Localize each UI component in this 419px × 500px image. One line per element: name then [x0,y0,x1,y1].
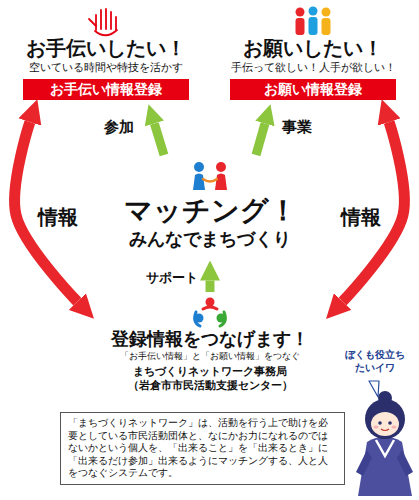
hand-icon [89,9,117,35]
office-circle: 登録情報をつなげます！「お手伝い情報」と「お願い情報」をつなぐまちづくりネットワ… [90,292,330,402]
register-band: お手伝い情報登録 [23,79,189,101]
edge-label: 事業 [282,118,312,136]
sub-text: 「お手伝い情報」と「お願い情報」をつなぐ [96,351,324,362]
flow-arrow [154,123,164,155]
edge-label: サポート [146,270,198,286]
matching-cloud: マッチング！みんなでまちづくり [95,155,325,267]
description-box: 「まちづくりネットワーク」は、活動を行う上で助けを必要としている市民活動団体と、… [60,412,345,485]
bubble-text: ぼくも役立ちたいイワ [344,349,406,374]
bubble-tail [369,381,379,397]
edge-label: 参加 [104,118,134,136]
edge-label: 情報 [341,205,381,229]
handshake-icon [193,162,227,190]
helper-circle: お手伝いしたい！空いている時間や特技を活かすお手伝い情報登録 [8,4,204,106]
heading-text: お手伝いしたい！ [14,36,198,61]
heading-text: マッチング！ [101,193,319,228]
band-text: お願い情報登録 [230,81,396,99]
flow-arrow [256,124,265,155]
flow-arrow [206,281,215,293]
info-arrow [15,122,78,302]
heading-text: 登録情報をつなげます！ [96,328,324,351]
heading-text: お願いしたい！ [221,36,405,61]
band-text: お手伝い情報登録 [23,81,189,99]
speech-bubble: ぼくも役立ちたいイワ [338,342,412,381]
edge-label: 情報 [38,205,78,229]
network-logo [195,298,226,327]
office-name: （岩倉市市民活動支援センター） [96,379,324,393]
sub-text: 空いている時間や特技を活かす [14,61,198,75]
request-circle: お願いしたい！手伝って欲しい！人手が欲しい！ お願い情報登録 [215,4,411,106]
sub-text: 手伝って欲しい！人手が欲しい！ [221,61,405,75]
office-name: まちづくりネットワーク事務局 [96,365,324,379]
register-band: お願い情報登録 [230,79,396,101]
sub-text: みんなでまちづくり [101,228,319,251]
mascot-figure [356,391,413,496]
people-icon [296,7,331,36]
description-text: 「まちづくりネットワーク」は、活動を行う上で助けを必要としている市民活動団体と、… [68,417,337,480]
